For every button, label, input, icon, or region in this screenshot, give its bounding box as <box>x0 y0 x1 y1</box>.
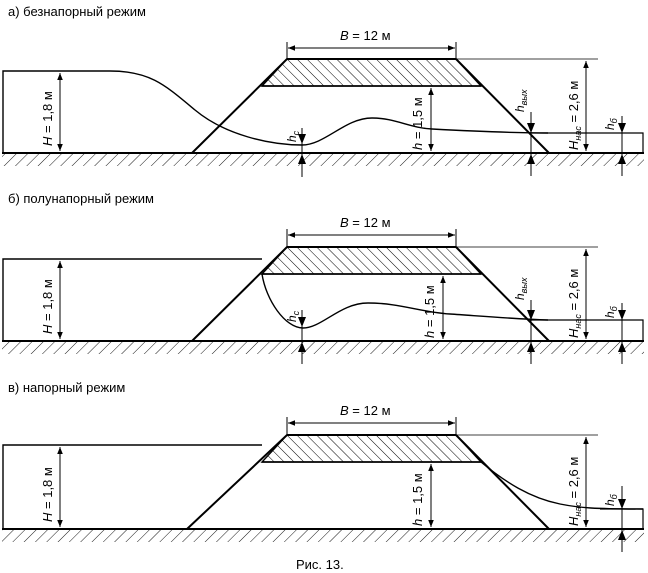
upstream-water-box <box>2 444 262 529</box>
h-upstream-label: H = 1,8 м <box>40 467 55 522</box>
downstream-water-box <box>530 319 644 341</box>
embankment-outline <box>191 246 550 342</box>
panel-c: в) напорный режим B = 12 м H = 1,8 м h =… <box>2 380 644 552</box>
hb-arrow-top <box>618 310 626 320</box>
hvyh-arrow-top <box>527 123 535 133</box>
panel-a: а) безнапорный режим B = 12 м H = 1,8 м … <box>2 4 644 177</box>
hb-label: hб <box>603 305 619 318</box>
upstream-water-box <box>2 70 110 153</box>
hb-arrow-top <box>618 499 626 509</box>
road-pavement <box>260 434 483 463</box>
hvyh-arrow-top <box>527 310 535 320</box>
hb-arrow-bottom <box>618 342 626 352</box>
panel-b: б) полунапорный режим B = 12 м H = 1,8 м… <box>2 191 644 364</box>
panel-title: б) полунапорный режим <box>8 191 154 206</box>
hc-arrow-top <box>298 317 306 327</box>
ground-hatch <box>2 154 644 166</box>
hb-arrow-bottom <box>618 154 626 164</box>
hvyh-label: hвых <box>513 277 529 300</box>
road-pavement <box>260 246 483 275</box>
embankment-outline <box>191 58 550 154</box>
hnas-label: Hнас = 2,6 м <box>566 81 583 150</box>
h-pavement-label: h = 1,5 м <box>410 473 425 526</box>
downstream-water-box <box>530 132 644 153</box>
hb-arrow-bottom <box>618 530 626 540</box>
h-upstream-label: H = 1,8 м <box>40 279 55 334</box>
ground-hatch <box>2 530 644 542</box>
ground-hatch <box>2 342 644 354</box>
h-upstream-label: H = 1,8 м <box>40 91 55 146</box>
h-pavement-label: h = 1,5 м <box>422 285 437 338</box>
road-pavement <box>260 58 483 87</box>
hc-label: hc <box>285 310 301 322</box>
hvyh-arrow-bottom <box>527 342 535 352</box>
embankment-outline <box>186 434 550 530</box>
hvyh-label: hвых <box>513 89 529 112</box>
water-surface-curve <box>261 273 549 329</box>
hb-label: hб <box>603 117 619 130</box>
hc-arrow-bottom <box>298 342 306 352</box>
h-pavement-label: h = 1,5 м <box>410 97 425 150</box>
upstream-water-box <box>2 258 262 341</box>
b-label: B = 12 м <box>340 28 391 43</box>
hvyh-arrow-bottom <box>527 154 535 164</box>
hb-label: hб <box>603 493 619 506</box>
panel-title: а) безнапорный режим <box>8 4 146 19</box>
water-surface-curve <box>109 70 549 146</box>
b-label: B = 12 м <box>340 215 391 230</box>
water-surface-curve <box>480 461 644 510</box>
hc-label: hc <box>285 130 301 142</box>
hc-arrow-bottom <box>298 154 306 164</box>
hnas-label: Hнас = 2,6 м <box>566 269 583 338</box>
panel-title: в) напорный режим <box>8 380 125 395</box>
hc-arrow-top <box>298 134 306 144</box>
figure-caption: Рис. 13. <box>296 557 344 572</box>
hnas-label: Hнас = 2,6 м <box>566 457 583 526</box>
b-label: B = 12 м <box>340 403 391 418</box>
hb-arrow-top <box>618 123 626 133</box>
